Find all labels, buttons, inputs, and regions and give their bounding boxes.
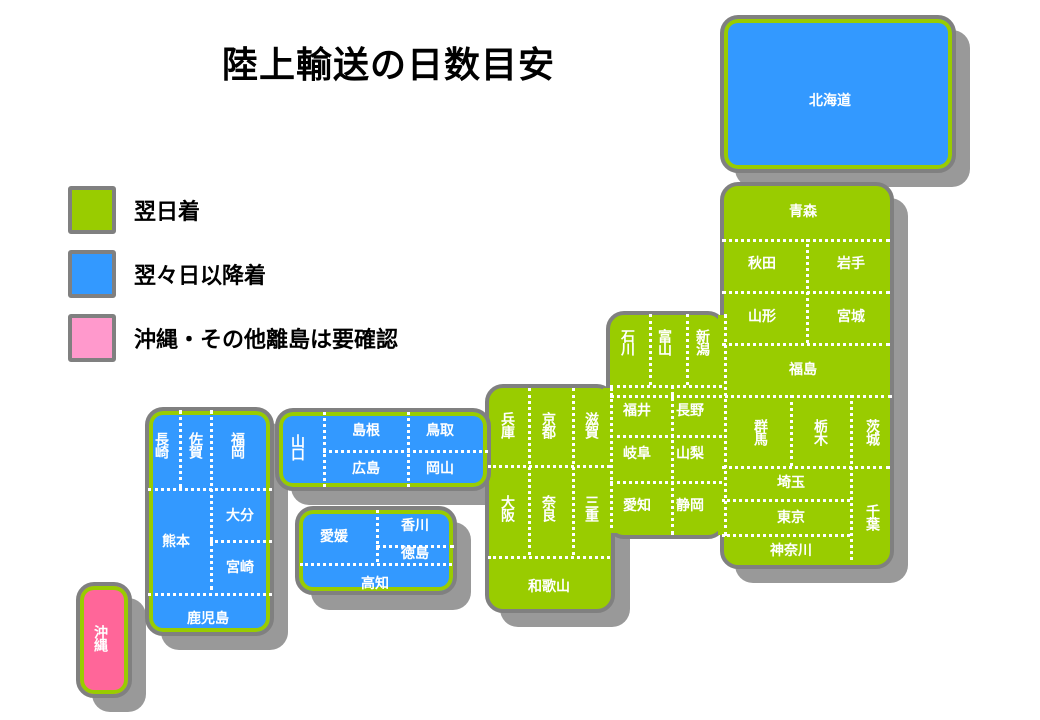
border-dotted-line <box>610 385 722 388</box>
border-dotted-line <box>488 465 610 468</box>
prefecture-label[interactable]: 埼玉 <box>777 475 805 491</box>
border-dotted-line <box>528 388 531 555</box>
border-dotted-line <box>610 435 722 438</box>
border-dotted-line <box>148 593 272 596</box>
border-dotted-line <box>722 499 850 502</box>
border-dotted-line <box>407 412 410 487</box>
prefecture-label[interactable]: 鳥取 <box>426 423 454 439</box>
prefecture-label[interactable]: 長崎 <box>153 432 169 458</box>
legend-two-days: 翌々日以降着 <box>68 249 266 299</box>
prefecture-label[interactable]: 鹿児島 <box>187 611 229 627</box>
border-dotted-line <box>850 395 853 560</box>
border-dotted-line <box>686 314 689 385</box>
border-dotted-line <box>376 545 454 548</box>
prefecture-label[interactable]: 山梨 <box>676 446 704 462</box>
border-dotted-line <box>722 343 890 346</box>
prefecture-label[interactable]: 大分 <box>226 508 254 524</box>
prefecture-label[interactable]: 広島 <box>352 461 380 477</box>
prefecture-label[interactable]: 沖縄 <box>92 625 108 651</box>
border-dotted-line <box>790 395 793 466</box>
legend-swatch-blue <box>68 250 116 298</box>
border-dotted-line <box>671 385 674 535</box>
prefecture-label[interactable]: 熊本 <box>162 534 190 550</box>
prefecture-label[interactable]: 和歌山 <box>528 579 570 595</box>
prefecture-label[interactable]: 宮城 <box>837 309 865 325</box>
region-kyushu <box>145 407 274 636</box>
border-dotted-line <box>806 239 809 343</box>
prefecture-label[interactable]: 香川 <box>401 518 429 534</box>
prefecture-label[interactable]: 茨城 <box>864 419 880 445</box>
prefecture-label[interactable]: 徳島 <box>401 546 429 562</box>
prefecture-label[interactable]: 岩手 <box>837 256 865 272</box>
legend-label: 翌日着 <box>134 200 201 225</box>
prefecture-label[interactable]: 群馬 <box>752 419 768 445</box>
prefecture-label[interactable]: 山口 <box>289 434 305 460</box>
region-hokkaido <box>720 15 956 173</box>
prefecture-label[interactable]: 福岡 <box>229 432 245 458</box>
prefecture-label[interactable]: 千葉 <box>864 504 880 530</box>
border-dotted-line <box>323 450 488 453</box>
prefecture-label[interactable]: 石川 <box>619 329 635 355</box>
prefecture-label[interactable]: 富山 <box>656 329 672 355</box>
prefecture-label[interactable]: 大阪 <box>499 495 515 521</box>
page-title: 陸上輸送の日数目安 <box>222 45 556 86</box>
prefecture-label[interactable]: 高知 <box>361 576 389 592</box>
prefecture-label[interactable]: 福井 <box>623 403 651 419</box>
region-shikoku <box>295 506 457 595</box>
legend-swatch-pink <box>68 314 116 362</box>
border-dotted-line <box>323 412 326 487</box>
prefecture-label[interactable]: 静岡 <box>676 498 704 514</box>
border-dotted-line <box>488 556 610 559</box>
prefecture-label[interactable]: 北海道 <box>809 93 851 109</box>
prefecture-label[interactable]: 兵庫 <box>499 412 515 438</box>
border-dotted-line <box>610 388 613 528</box>
border-dotted-line <box>649 314 652 385</box>
prefecture-label[interactable]: 愛知 <box>623 498 651 514</box>
legend-okinawa: 沖縄・その他離島は要確認 <box>68 313 398 363</box>
prefecture-label[interactable]: 佐賀 <box>187 432 203 458</box>
border-dotted-line <box>572 388 575 555</box>
prefecture-label[interactable]: 新潟 <box>694 329 710 355</box>
prefecture-label[interactable]: 長野 <box>676 403 704 419</box>
prefecture-label[interactable]: 島根 <box>352 423 380 439</box>
legend-next-day: 翌日着 <box>68 185 200 235</box>
border-dotted-line <box>722 466 890 469</box>
prefecture-label[interactable]: 東京 <box>777 510 805 526</box>
prefecture-label[interactable]: 秋田 <box>748 256 776 272</box>
region-chugoku <box>275 408 491 491</box>
prefecture-label[interactable]: 奈良 <box>540 495 556 521</box>
prefecture-label[interactable]: 岡山 <box>426 461 454 477</box>
border-dotted-line <box>376 510 379 562</box>
prefecture-label[interactable]: 愛媛 <box>320 529 348 545</box>
border-dotted-line <box>722 534 850 537</box>
prefecture-label[interactable]: 神奈川 <box>770 543 812 559</box>
prefecture-label[interactable]: 岐阜 <box>623 446 651 462</box>
legend-label: 翌々日以降着 <box>134 264 267 289</box>
prefecture-label[interactable]: 福島 <box>789 362 817 378</box>
border-dotted-line <box>610 481 722 484</box>
border-dotted-line <box>610 395 892 398</box>
prefecture-label[interactable]: 山形 <box>748 309 776 325</box>
region-chubu <box>606 311 726 539</box>
prefecture-label[interactable]: 京都 <box>540 412 556 438</box>
region-okinawa <box>76 582 132 698</box>
border-dotted-line <box>300 563 452 566</box>
prefecture-label[interactable]: 三重 <box>583 495 599 521</box>
prefecture-label[interactable]: 青森 <box>789 204 817 220</box>
border-dotted-line <box>724 314 727 536</box>
prefecture-label[interactable]: 宮崎 <box>226 560 254 576</box>
legend-swatch-green <box>68 186 116 234</box>
border-dotted-line <box>179 410 182 488</box>
border-dotted-line <box>210 540 272 543</box>
legend-label: 沖縄・その他離島は要確認 <box>134 328 399 353</box>
border-dotted-line <box>210 410 213 590</box>
prefecture-label[interactable]: 栃木 <box>812 419 828 445</box>
prefecture-label[interactable]: 滋賀 <box>583 412 599 438</box>
